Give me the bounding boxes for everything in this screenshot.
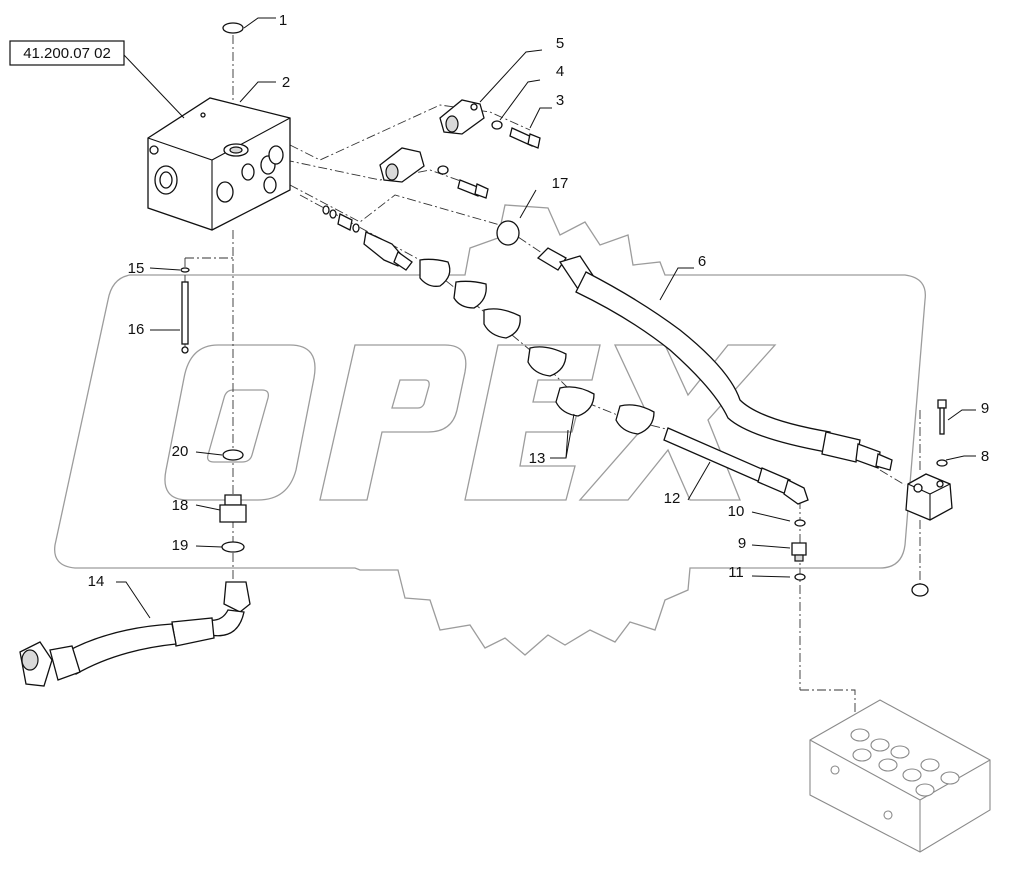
long-bolt-16 xyxy=(181,281,189,354)
hose-14 xyxy=(19,581,251,687)
callout-leaders xyxy=(116,17,976,619)
callout-18: 18 xyxy=(172,497,189,514)
callout-9-lower: 9 xyxy=(738,535,746,552)
fitting-9-lower xyxy=(791,542,807,562)
clamp-bracket-lower xyxy=(379,147,425,183)
callout-1: 1 xyxy=(279,12,287,29)
control-valve-block xyxy=(809,699,991,853)
callout-4: 4 xyxy=(556,63,564,80)
washer-4 xyxy=(491,120,503,130)
o-ring-right xyxy=(911,583,929,597)
callout-3: 3 xyxy=(556,92,564,109)
bolt-3 xyxy=(509,127,541,149)
reference-box: 41.200.07 02 xyxy=(9,40,185,119)
watermark-gear-logo-icon xyxy=(54,204,926,656)
adapter-18 xyxy=(219,494,247,523)
callout-9-right: 9 xyxy=(981,400,989,417)
callout-labels: 1 2 3 4 5 6 8 9 9 10 11 12 13 14 15 16 1… xyxy=(88,12,990,590)
assembly-centerlines xyxy=(184,35,921,720)
callout-5: 5 xyxy=(556,35,564,52)
o-ring-1 xyxy=(222,22,244,34)
tube-12 xyxy=(663,427,809,505)
bolt-lower xyxy=(457,179,489,199)
valve-block xyxy=(147,97,291,231)
callout-12: 12 xyxy=(664,490,681,507)
callout-2: 2 xyxy=(282,74,290,91)
o-ring-20 xyxy=(222,449,244,461)
o-ring-17 xyxy=(496,220,520,246)
callout-13: 13 xyxy=(529,450,546,467)
o-ring-19 xyxy=(221,541,245,553)
callout-6: 6 xyxy=(698,253,706,270)
callout-16: 16 xyxy=(128,321,145,338)
hose-clamps-13 xyxy=(419,258,655,435)
callout-8: 8 xyxy=(981,448,989,465)
washer-8 xyxy=(936,459,948,467)
bolt-9-right xyxy=(937,399,947,435)
washer-lower xyxy=(437,165,449,175)
clamp-bracket-upper xyxy=(439,99,485,135)
callout-11: 11 xyxy=(728,564,744,581)
fitting-chain xyxy=(322,205,413,271)
callout-10: 10 xyxy=(728,503,745,520)
reference-number: 41.200.07 02 xyxy=(23,45,111,62)
callout-15: 15 xyxy=(128,260,145,277)
callout-17: 17 xyxy=(552,175,569,192)
callout-20: 20 xyxy=(172,443,189,460)
seal-11 xyxy=(794,573,806,581)
callout-14: 14 xyxy=(88,573,105,590)
hose-6 xyxy=(536,247,893,471)
watermark-letters xyxy=(164,344,777,501)
callout-19: 19 xyxy=(172,537,189,554)
washer-15 xyxy=(180,267,190,273)
flange-block xyxy=(905,473,953,521)
seal-10 xyxy=(794,519,806,527)
